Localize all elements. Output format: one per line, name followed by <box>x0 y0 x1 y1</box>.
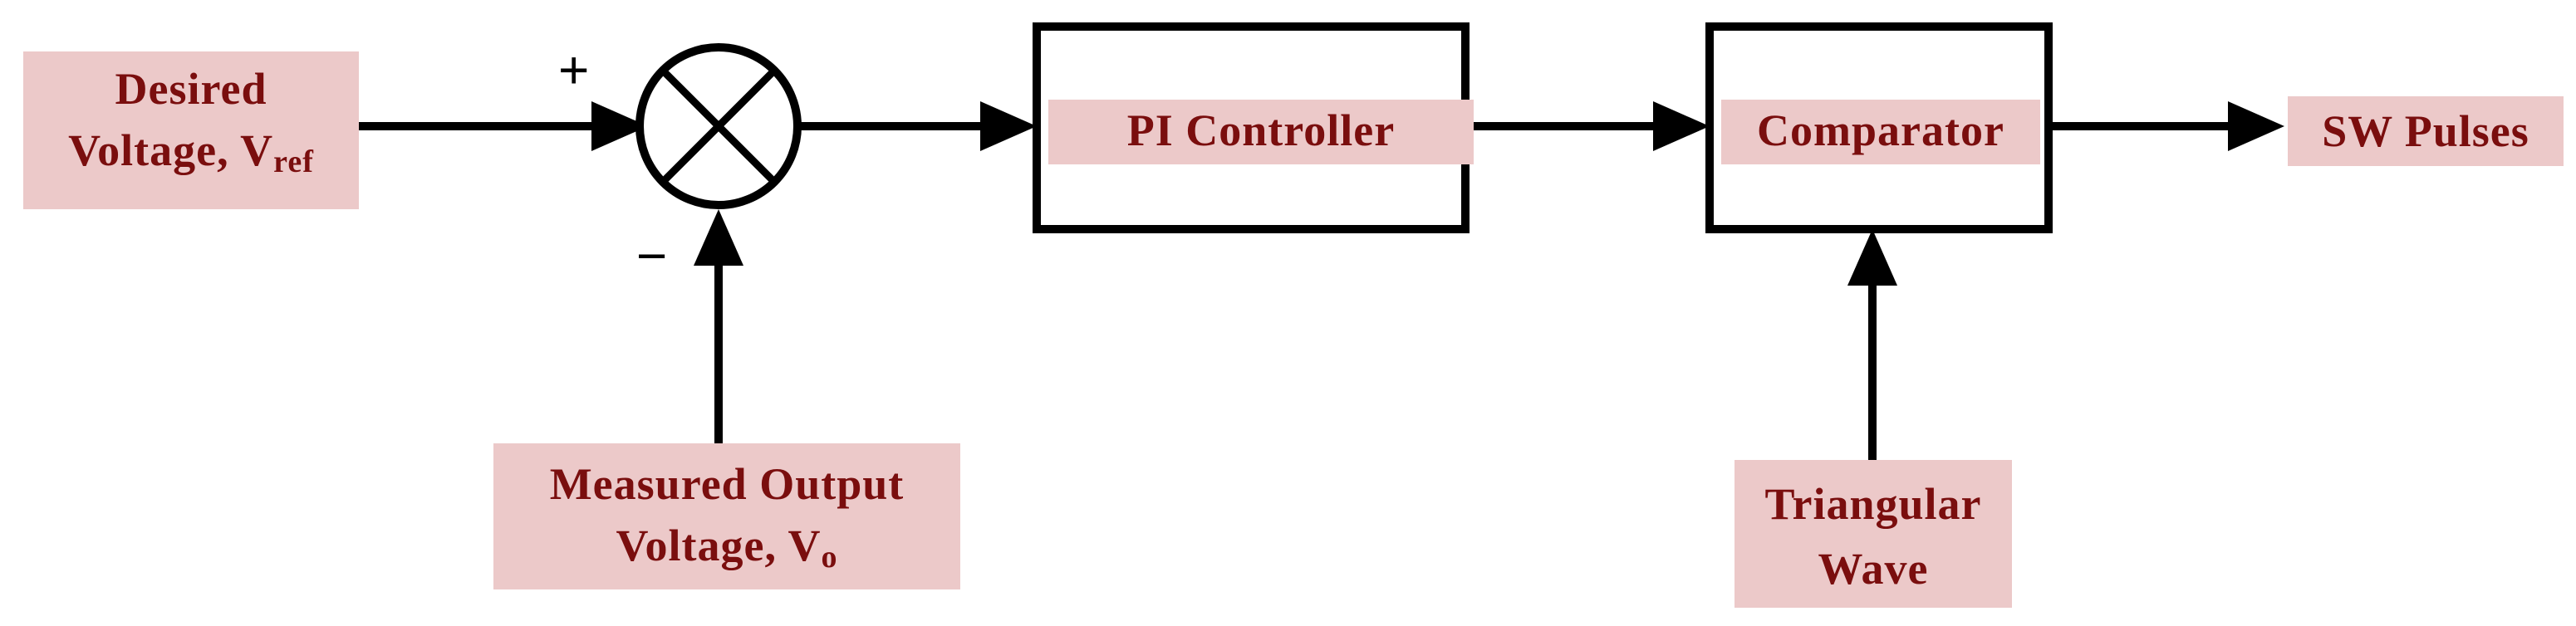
arrow-triangular-to-comparator <box>1847 229 1897 460</box>
vref-subscript: ref <box>273 144 314 179</box>
arrow-pi-to-comparator <box>1465 101 1710 151</box>
triangular-wave-line2: Wave <box>1818 544 1929 594</box>
sw-pulses-label: SW Pulses <box>2288 96 2564 166</box>
arrow-sum-to-pi <box>797 101 1037 151</box>
measured-voltage-line2: Voltage, Vo <box>493 515 960 581</box>
summing-junction <box>635 43 802 209</box>
plus-sign: + <box>558 40 590 100</box>
arrow-feedback-to-sum <box>694 209 743 443</box>
measured-output-voltage-label: Measured Output Voltage, Vo <box>493 443 960 589</box>
triangular-wave-line1: Triangular <box>1764 479 1982 529</box>
desired-voltage-line2: Voltage, Vref <box>23 120 359 186</box>
vo-subscript: o <box>821 540 838 575</box>
comparator-label: Comparator <box>1721 100 2040 164</box>
desired-voltage-line1: Desired <box>115 64 267 114</box>
measured-voltage-line1: Measured Output <box>549 459 905 509</box>
arrow-comparator-to-output <box>2049 101 2284 151</box>
minus-sign: − <box>636 226 668 286</box>
triangular-wave-label: Triangular Wave <box>1735 460 2012 608</box>
desired-voltage-text: Voltage, V <box>68 125 274 175</box>
measured-voltage-text: Voltage, V <box>616 521 822 570</box>
arrow-desired-to-sum <box>359 101 648 151</box>
pi-controller-label: PI Controller <box>1048 100 1474 164</box>
desired-voltage-label: Desired Voltage, Vref <box>23 51 359 209</box>
